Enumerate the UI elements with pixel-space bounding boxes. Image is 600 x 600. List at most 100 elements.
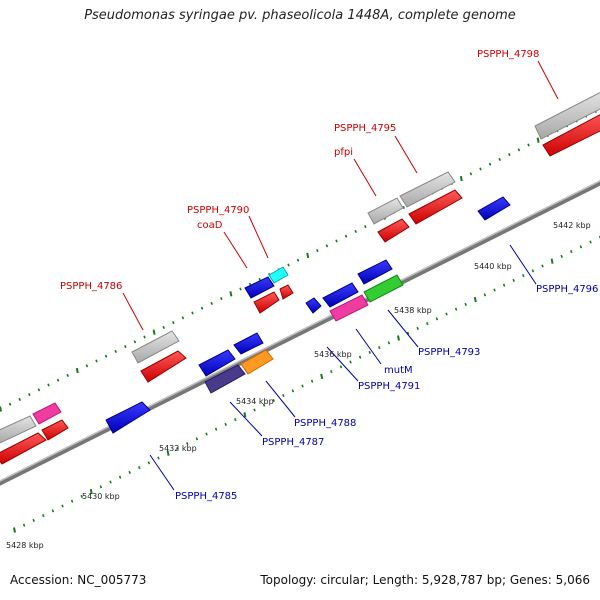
gene-red-4795 [408,189,463,225]
gene-blue-4796 [477,196,511,221]
minor-tick [118,475,122,479]
major-tick [152,329,156,335]
minor-tick [498,157,501,161]
forward-tick-row [0,109,597,412]
major-tick [166,450,170,456]
minor-tick [210,301,213,305]
major-tick [75,367,79,374]
major-tick [397,335,400,341]
reverse-label-group [149,244,537,491]
minor-tick [133,340,137,344]
minor-tick [124,345,127,349]
minor-tick [339,365,343,369]
major-tick [306,252,310,259]
minor-tick [426,322,429,326]
major-tick [243,412,247,418]
minor-tick [354,229,357,233]
minor-tick [570,250,573,254]
minor-tick [330,370,333,374]
minor-tick [454,307,458,311]
minor-tick [522,274,525,278]
gene-cyan-4790 [268,266,289,284]
scale-label: 5434 kbp [236,397,274,406]
major-tick [536,137,540,143]
minor-tick [66,373,69,377]
gene-label: mutM [384,365,413,376]
gene-label: PSPPH_4785 [175,491,237,502]
minor-tick [220,297,223,301]
minor-tick [214,427,218,431]
minor-tick [316,249,319,253]
minor-tick [508,153,511,157]
scale-label: 5440 kbp [474,262,512,271]
gene-red-4790b [279,284,294,300]
gene-green-4793 [363,274,404,303]
minor-tick [291,389,295,393]
major-tick [89,488,93,495]
minor-tick [104,354,108,358]
minor-tick [541,264,544,268]
minor-tick [493,288,496,292]
major-tick [473,296,477,303]
minor-tick [176,446,179,450]
minor-tick [349,360,352,364]
minor-tick [387,341,391,345]
major-tick [0,406,2,412]
scale-label: 5442 kbp [553,221,591,230]
minor-tick [28,393,31,397]
minor-tick [162,325,165,329]
minor-tick [287,263,290,267]
minor-tick [527,143,530,147]
gene-label: PSPPH_4791 [358,381,420,392]
minor-tick [258,277,261,281]
scale-label: 5438 kbp [394,306,432,315]
minor-tick [224,422,227,426]
gene-blue-4787b [233,332,264,355]
minor-tick [143,335,146,339]
scale-labels: 5428 kbp 5430 kbp 5432 kbp 5434 kbp 5436… [6,221,591,550]
minor-tick [70,499,74,503]
minor-tick [22,523,26,527]
minor-tick [282,394,285,398]
minor-tick [364,225,367,229]
minor-tick [37,388,41,392]
gene-red-left-a [0,432,47,465]
gene-magenta-mutM [329,294,369,322]
minor-tick [344,234,348,238]
minor-tick [296,258,300,262]
minor-tick [435,317,439,321]
minor-tick [368,350,371,354]
minor-tick [358,355,362,359]
gene-magenta-left [32,402,62,425]
minor-tick [483,293,487,297]
gene-label: coaD [197,220,223,231]
scale-label: 5430 kbp [82,492,120,501]
minor-tick [200,306,204,310]
minor-tick [469,172,473,176]
reverse-tick-row [13,235,600,533]
minor-tick [42,514,45,518]
gene-label: PSPPH_4793 [418,347,480,358]
accession-text: Accession: NC_005773 [10,573,147,587]
gene-purple-4787 [204,364,246,394]
gene-label: PSPPH_4786 [60,281,122,292]
minor-tick [301,384,304,388]
minor-tick [138,466,141,470]
forward-label-group [122,60,559,331]
minor-tick [239,287,242,291]
minor-tick [335,239,338,243]
gene-red-4798 [542,114,600,157]
scale-label: 5432 kbp [159,444,197,453]
minor-tick [488,162,492,166]
minor-tick [147,461,151,465]
scale-label: 5428 kbp [6,541,44,550]
minor-tick [402,205,405,209]
minor-tick [195,437,199,441]
minor-tick [262,403,266,407]
minor-tick [579,245,583,249]
genome-backbone [0,180,600,486]
gene-label: PSPPH_4798 [477,49,539,60]
gene-label: PSPPH_4788 [294,418,356,429]
minor-tick [191,311,194,315]
minor-tick [378,346,381,350]
